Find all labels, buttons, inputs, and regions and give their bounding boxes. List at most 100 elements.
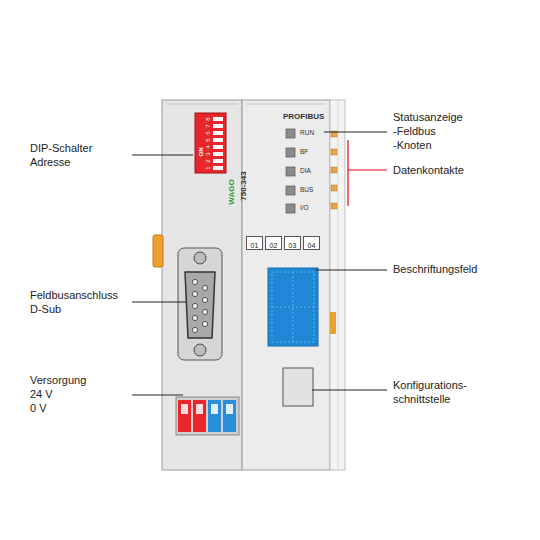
leader-line bbox=[348, 169, 387, 170]
terminal-slot bbox=[226, 404, 233, 414]
rail-clip-line bbox=[338, 100, 339, 470]
channel-box: 02 bbox=[265, 236, 282, 250]
dsub-pins bbox=[192, 279, 207, 332]
status-led bbox=[286, 204, 295, 213]
dip-toggle bbox=[213, 145, 223, 149]
dsub-pin bbox=[192, 315, 197, 320]
dsub-screw bbox=[194, 344, 206, 356]
callout-label: Versorgung bbox=[30, 374, 86, 387]
callout-label: Statusanzeige bbox=[393, 111, 463, 124]
channel-box: 01 bbox=[246, 236, 263, 250]
dsub-shell bbox=[185, 272, 215, 338]
leader-line bbox=[132, 395, 183, 396]
marking-grid-line bbox=[272, 307, 314, 308]
callout-label: Adresse bbox=[30, 156, 70, 169]
switch-number: 4 bbox=[205, 145, 211, 148]
device-marking: BUS bbox=[300, 186, 313, 193]
device-marking: 750-343 bbox=[240, 171, 248, 200]
device-marking: BF bbox=[300, 148, 308, 155]
channel-number: 03 bbox=[289, 242, 297, 249]
callout-label: D-Sub bbox=[30, 303, 61, 316]
switch-number: 7 bbox=[205, 124, 211, 127]
terminal-slot bbox=[181, 404, 188, 414]
dip-toggle bbox=[213, 152, 223, 156]
leader-line bbox=[324, 132, 387, 133]
status-led bbox=[286, 167, 295, 176]
dip-toggle bbox=[213, 138, 223, 142]
status-leds bbox=[286, 129, 295, 213]
callout-label: -Knoten bbox=[393, 139, 432, 152]
leader-lines bbox=[132, 132, 387, 395]
status-led bbox=[286, 186, 295, 195]
housing-edge bbox=[246, 104, 326, 105]
dsub-pin bbox=[192, 303, 197, 308]
locking-tab bbox=[153, 235, 163, 267]
power-terminal bbox=[176, 397, 239, 435]
status-led bbox=[286, 129, 295, 138]
dip-toggle bbox=[213, 117, 223, 121]
dsub-pin bbox=[192, 279, 197, 284]
data-contacts bbox=[331, 131, 337, 209]
device-marking: RUN bbox=[300, 129, 314, 136]
callout-label: DIP-Schalter bbox=[30, 142, 92, 155]
channel-number: 01 bbox=[251, 242, 259, 249]
callout-label: 0 V bbox=[30, 402, 47, 415]
switch-number: 5 bbox=[205, 138, 211, 141]
dsub-pin bbox=[202, 297, 207, 302]
dip-toggle bbox=[213, 166, 223, 170]
switch-number: 8 bbox=[205, 117, 211, 120]
config-port bbox=[283, 368, 313, 406]
dip-toggle bbox=[213, 131, 223, 135]
marking-field-grid bbox=[272, 272, 314, 342]
terminal-slot bbox=[211, 404, 218, 414]
terminal-0v bbox=[223, 400, 236, 432]
release-tab bbox=[330, 312, 336, 334]
terminal-24v bbox=[193, 400, 206, 432]
callout-label: -Feldbus bbox=[393, 125, 436, 138]
callout-label: Datenkontakte bbox=[393, 164, 464, 177]
terminal-slots bbox=[181, 404, 233, 414]
data-contact bbox=[331, 203, 337, 209]
callout-label: Konfigurations- bbox=[393, 379, 467, 392]
switch-number: 3 bbox=[205, 152, 211, 155]
device-marking: WAGO bbox=[228, 179, 236, 204]
data-contact bbox=[331, 185, 337, 191]
callout-label: Beschriftungsfeld bbox=[393, 263, 477, 276]
switch-number: 6 bbox=[205, 131, 211, 134]
data-contact bbox=[331, 149, 337, 155]
channel-number: 04 bbox=[308, 242, 316, 249]
data-contact bbox=[331, 167, 337, 173]
terminal-24v bbox=[178, 400, 191, 432]
device-marking: ON bbox=[198, 148, 204, 157]
dip-switch bbox=[195, 113, 226, 173]
status-led bbox=[286, 148, 295, 157]
rail-clip bbox=[330, 100, 345, 470]
callout-label: Feldbusanschluss bbox=[30, 289, 118, 302]
leader-line bbox=[132, 155, 193, 156]
channel-box: 03 bbox=[284, 236, 301, 250]
dsub-pin bbox=[192, 327, 197, 332]
dsub-pin bbox=[192, 291, 197, 296]
bracket-line bbox=[347, 140, 348, 206]
housing-edge bbox=[166, 104, 238, 105]
terminal-0v bbox=[208, 400, 221, 432]
dsub-pin bbox=[202, 321, 207, 326]
dsub-plate bbox=[178, 248, 222, 360]
data-contact-bracket bbox=[348, 140, 387, 206]
terminal-slot bbox=[196, 404, 203, 414]
dip-toggles bbox=[213, 117, 223, 170]
callout-label: schnittstelle bbox=[393, 393, 450, 406]
callout-label: 24 V bbox=[30, 388, 53, 401]
channel-box: 04 bbox=[303, 236, 320, 250]
device-marking: DIA bbox=[300, 167, 311, 174]
dsub-pin bbox=[202, 309, 207, 314]
device-marking: PROFIBUS bbox=[283, 112, 324, 121]
leader-line bbox=[316, 270, 387, 271]
switch-number: 1 bbox=[205, 166, 211, 169]
dip-toggle bbox=[213, 159, 223, 163]
dsub-pin bbox=[202, 285, 207, 290]
dip-toggle bbox=[213, 124, 223, 128]
device-marking: I/O bbox=[300, 204, 309, 211]
channel-number: 02 bbox=[270, 242, 278, 249]
